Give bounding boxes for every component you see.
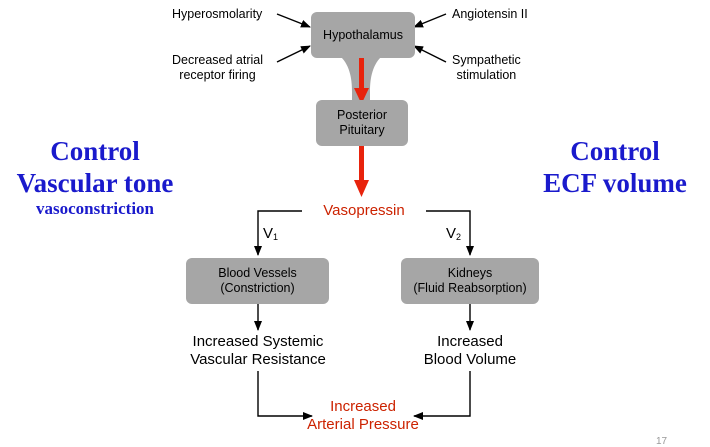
left-control-line1: Control bbox=[50, 136, 140, 166]
arterial-pressure-line1: Increased bbox=[330, 398, 396, 415]
svr-line1: Increased Systemic bbox=[192, 333, 324, 350]
posterior-pituitary-box: Posterior Pituitary bbox=[316, 100, 408, 146]
connector-svr-to-pressure bbox=[257, 371, 313, 420]
hypothalamus-label: Hypothalamus bbox=[323, 27, 403, 42]
receptor-v1: V1 bbox=[263, 225, 279, 242]
kidneys-line1: Kidneys bbox=[447, 266, 493, 280]
label-hyperosmolarity: Hyperosmolarity bbox=[172, 7, 263, 21]
arrow-hyperosmolarity bbox=[276, 13, 311, 28]
receptor-v2: V2 bbox=[446, 225, 462, 242]
label-decreased-atrial-line1: Decreased atrial bbox=[172, 53, 264, 67]
right-control-line1: Control bbox=[570, 136, 660, 166]
label-angiotensin: Angiotensin II bbox=[452, 7, 528, 21]
posterior-pituitary-line1: Posterior bbox=[336, 108, 388, 122]
red-arrow-pituitary-to-vasopressin bbox=[354, 146, 369, 197]
hypothalamus-box: Hypothalamus bbox=[311, 12, 415, 58]
left-control-line2: Vascular tone bbox=[16, 168, 174, 198]
label-sympathetic: Sympathetic stimulation bbox=[452, 53, 521, 83]
label-decreased-atrial: Decreased atrial receptor firing bbox=[172, 53, 263, 83]
arrow-angiotensin bbox=[413, 13, 447, 28]
blood-vessels-line2: (Constriction) bbox=[220, 281, 295, 295]
blood-vessels-box: Blood Vessels (Constriction) bbox=[186, 258, 329, 304]
blood-volume-line2: Blood Volume bbox=[423, 351, 517, 368]
connector-volume-to-pressure bbox=[413, 371, 471, 420]
left-control-line3: vasoconstriction bbox=[35, 199, 155, 218]
svr-line2: Vascular Resistance bbox=[190, 351, 326, 368]
blood-volume-outcome: Increased Blood Volume bbox=[400, 333, 540, 369]
connector-vasopressin-right bbox=[426, 210, 474, 256]
left-control-caption: Control Vascular tone vasoconstriction bbox=[0, 135, 190, 219]
posterior-pituitary-line2: Pituitary bbox=[339, 123, 385, 137]
blood-vessels-line1: Blood Vessels bbox=[218, 266, 297, 280]
vasopressin-label: Vasopressin bbox=[323, 202, 405, 219]
arrow-sympathetic bbox=[413, 45, 447, 63]
right-control-line2: ECF volume bbox=[543, 168, 687, 198]
arterial-pressure-outcome: Increased Arterial Pressure bbox=[290, 398, 436, 434]
right-control-caption: Control ECF volume bbox=[520, 135, 710, 199]
label-sympathetic-line2: stimulation bbox=[456, 68, 517, 82]
kidneys-box: Kidneys (Fluid Reabsorption) bbox=[401, 258, 539, 304]
arterial-pressure-line2: Arterial Pressure bbox=[307, 416, 419, 433]
red-arrow-hypothalamus-to-pituitary bbox=[354, 52, 369, 104]
kidneys-line2: (Fluid Reabsorption) bbox=[413, 281, 527, 295]
page-number: 17 bbox=[656, 436, 668, 447]
arrow-decreased-atrial bbox=[276, 45, 311, 63]
svr-outcome: Increased Systemic Vascular Resistance bbox=[168, 333, 348, 369]
label-sympathetic-line1: Sympathetic bbox=[452, 53, 521, 67]
label-decreased-atrial-line2: receptor firing bbox=[179, 68, 256, 82]
blood-volume-line1: Increased bbox=[437, 333, 503, 350]
connector-vasopressin-left bbox=[254, 210, 302, 256]
